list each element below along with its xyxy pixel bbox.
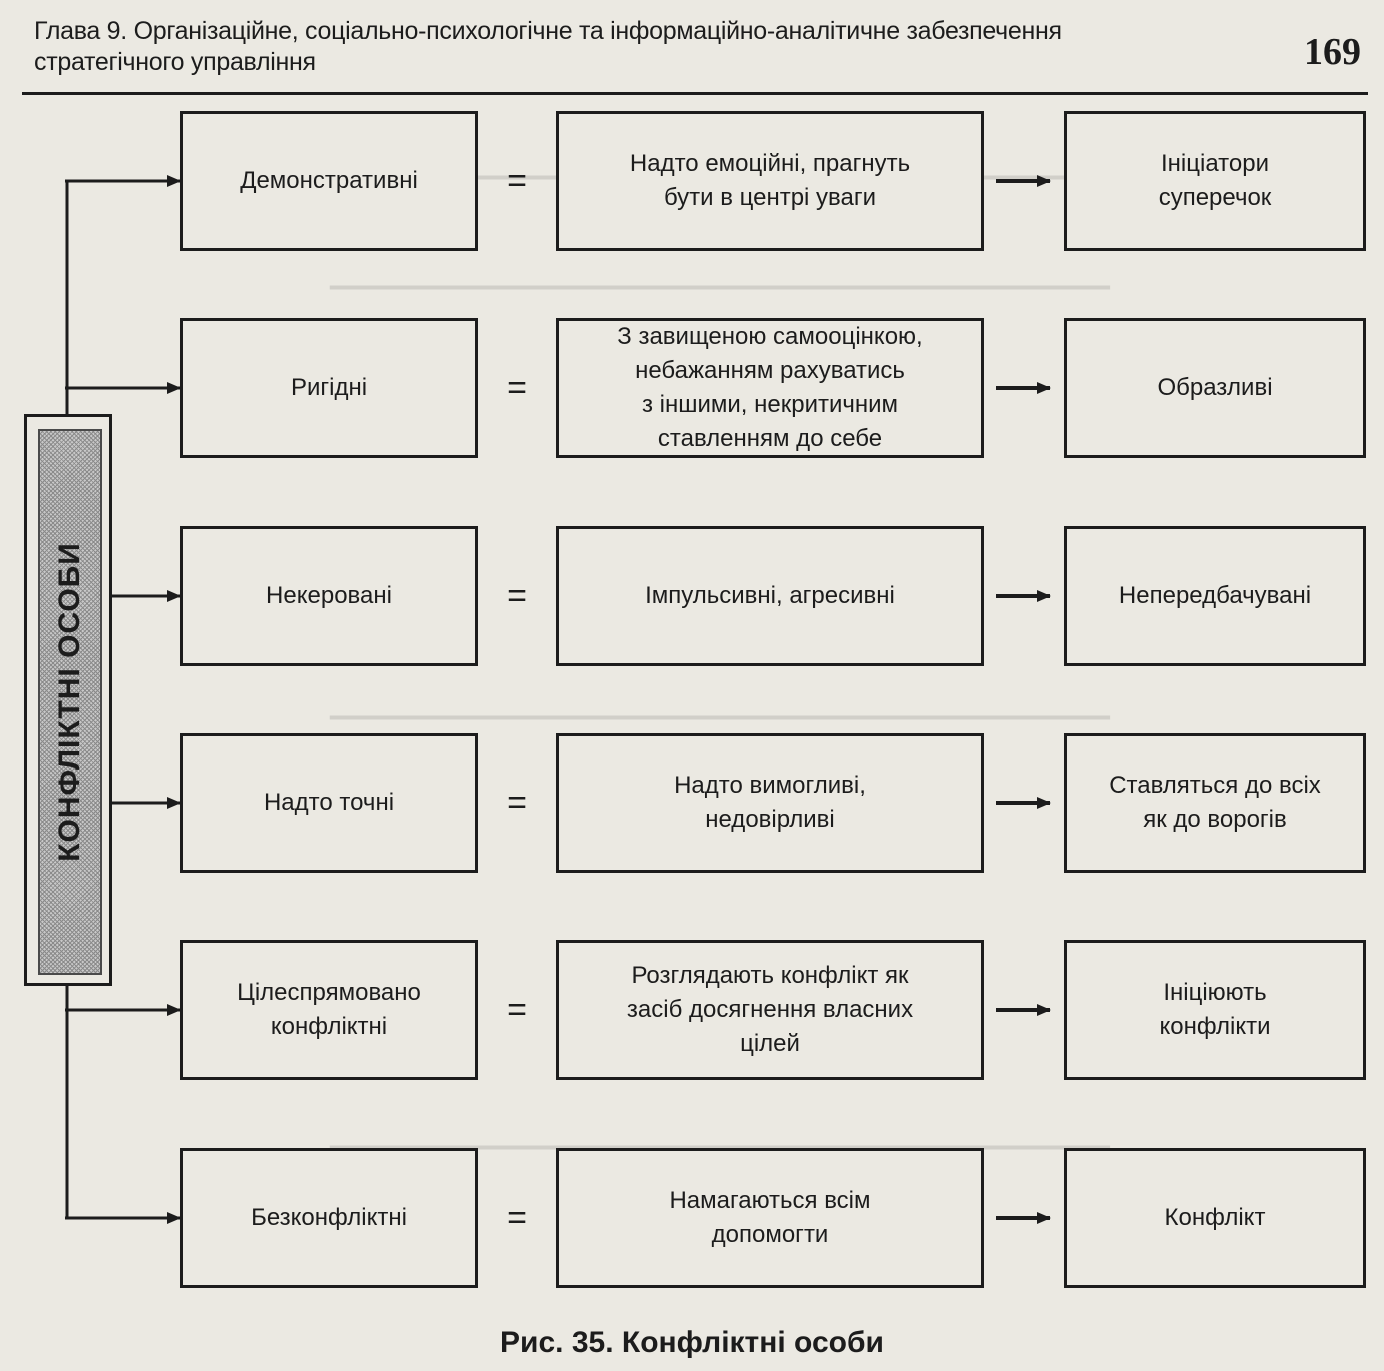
result-line: конфлікти — [1159, 1013, 1271, 1040]
traits-line: цілей — [740, 1030, 800, 1057]
traits-line: Надто вимогливі, — [674, 772, 866, 799]
traits-line: З завищеною самооцінкою, — [617, 323, 923, 350]
type-label: Безконфліктні — [251, 1204, 407, 1231]
equals-sign: = — [507, 162, 527, 200]
traits-line: засіб досягнення власних — [626, 996, 914, 1023]
result-line: суперечок — [1158, 184, 1272, 211]
page-number: 169 — [1304, 31, 1361, 73]
type-label: Надто точні — [263, 789, 395, 816]
type-box-too-precise: Надто точні — [180, 733, 478, 873]
page-header: Глава 9. Організаційне, соціально-психол… — [22, 12, 1367, 98]
header-rule — [22, 92, 1368, 95]
result-box: Ініціатори суперечок — [1064, 111, 1366, 251]
result-box: Ініціюють конфлікти — [1064, 940, 1366, 1080]
traits-line: ставленням до себе — [657, 425, 883, 452]
traits-line: бути в центрі уваги — [663, 184, 877, 211]
type-box-conflict-free: Безконфліктні — [180, 1148, 478, 1288]
type-label: Ригідні — [290, 374, 368, 401]
traits-line: з іншими, некритичним — [641, 391, 899, 418]
traits-line: Розглядають конфлікт як — [631, 962, 909, 989]
type-box-purposefully-conflictive: Цілеспрямовано конфліктні — [180, 940, 478, 1080]
conflict-persons-source-box: КОНФЛІКТНІ ОСОБИ — [24, 414, 112, 986]
result-line: Непередбачувані — [1118, 582, 1312, 609]
traits-line: Імпульсивні, агресивні — [645, 582, 895, 609]
traits-box: Надто емоційні, прагнуть бути в центрі у… — [556, 111, 984, 251]
result-line: Ініціатори — [1161, 150, 1269, 177]
traits-box: Намагаються всім допомогти — [556, 1148, 984, 1288]
result-line: як до ворогів — [1143, 806, 1287, 833]
result-line: Конфлікт — [1164, 1204, 1266, 1231]
equals-sign: = — [507, 369, 527, 407]
chapter-title: Глава 9. Організаційне, соціально-психол… — [34, 17, 1062, 76]
source-label: КОНФЛІКТНІ ОСОБИ — [53, 542, 86, 862]
result-line: Ставляться до всіх — [1109, 772, 1321, 799]
type-label: Цілеспрямовано конфліктні — [237, 979, 421, 1040]
traits-line: допомогти — [711, 1221, 829, 1248]
traits-box: Розглядають конфлікт як засіб досягнення… — [556, 940, 984, 1080]
result-line: Образливі — [1157, 374, 1273, 401]
result-box: Непередбачувані — [1064, 526, 1366, 666]
traits-box: Імпульсивні, агресивні — [556, 526, 984, 666]
equals-sign: = — [507, 1199, 527, 1237]
type-label: Некеровані — [266, 582, 392, 609]
traits-line: Намагаються всім — [669, 1187, 871, 1214]
result-box: Образливі — [1064, 318, 1366, 458]
traits-box: Надто вимогливі, недовірливі — [556, 733, 984, 873]
figure-caption: Рис. 35. Конфліктні особи — [500, 1326, 884, 1359]
equals-sign: = — [507, 991, 527, 1029]
type-box-demonstrative: Демонстративні — [180, 111, 478, 251]
result-box: Ставляться до всіх як до ворогів — [1064, 733, 1366, 873]
hatched-fill: КОНФЛІКТНІ ОСОБИ — [38, 429, 102, 975]
type-box-rigid: Ригідні — [180, 318, 478, 458]
traits-line: Надто емоційні, прагнуть — [629, 150, 911, 177]
traits-box: З завищеною самооцінкою, небажанням раху… — [556, 318, 984, 458]
equals-sign: = — [507, 577, 527, 615]
type-label: Демонстративні — [240, 167, 418, 194]
equals-sign: = — [507, 784, 527, 822]
result-box: Конфлікт — [1064, 1148, 1366, 1288]
result-line: Ініціюють — [1163, 979, 1267, 1006]
traits-line: недовірливі — [705, 806, 835, 833]
type-box-uncontrolled: Некеровані — [180, 526, 478, 666]
traits-line: небажанням рахуватись — [635, 357, 905, 384]
